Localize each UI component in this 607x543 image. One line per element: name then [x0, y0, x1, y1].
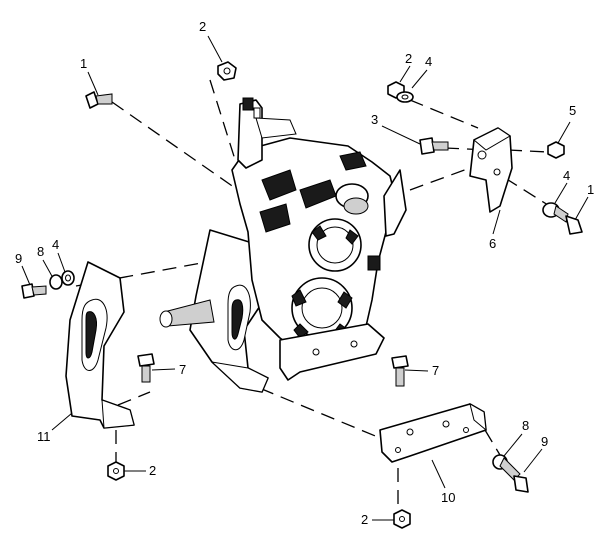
bolt-upper-left: [85, 91, 113, 109]
nut-bottom: [393, 509, 411, 529]
gearcase-housing: [231, 97, 397, 381]
callout-1-upper-left: 1: [80, 56, 87, 71]
bottom-right-bracket: [379, 402, 487, 463]
left-mount-bracket: [65, 261, 135, 429]
bolt-washer-bottom-right: [492, 454, 529, 493]
callout-2-bottom: 2: [361, 512, 368, 527]
callout-1-right: 1: [587, 182, 594, 197]
bolt-washers-left: [21, 270, 75, 299]
bolt-7-right: [391, 355, 409, 387]
callout-labels: 1 2 2 4 3 5 4 1 6 9 8 4 7 7 11 2 8 9 10 …: [15, 19, 594, 527]
callout-2-top: 2: [199, 19, 206, 34]
callout-4-left: 4: [52, 237, 59, 252]
callout-9-bottom-right: 9: [541, 434, 548, 449]
bolt-3: [419, 137, 449, 155]
callout-9-left: 9: [15, 251, 22, 266]
nut-bottom-left: [107, 461, 125, 481]
callout-10: 10: [441, 490, 455, 505]
callout-4-upper-right: 4: [425, 54, 432, 69]
callout-5: 5: [569, 103, 576, 118]
callout-3: 3: [371, 112, 378, 127]
callout-4-right: 4: [563, 168, 570, 183]
callout-7-left: 7: [179, 362, 186, 377]
callout-6: 6: [489, 236, 496, 251]
nut-5: [547, 141, 565, 159]
callout-8-bottom-right: 8: [522, 418, 529, 433]
callout-8-left: 8: [37, 244, 44, 259]
bolt-washer-right: [542, 202, 583, 235]
callout-7-right: 7: [432, 363, 439, 378]
bolt-7-left: [137, 353, 155, 383]
callout-2-bottom-left: 2: [149, 463, 156, 478]
nut-washer-upper-right: [387, 81, 414, 103]
callout-11: 11: [37, 429, 51, 444]
nut-top: [217, 61, 237, 81]
right-upper-bracket: [383, 127, 513, 237]
callout-2-upper-right: 2: [405, 51, 412, 66]
